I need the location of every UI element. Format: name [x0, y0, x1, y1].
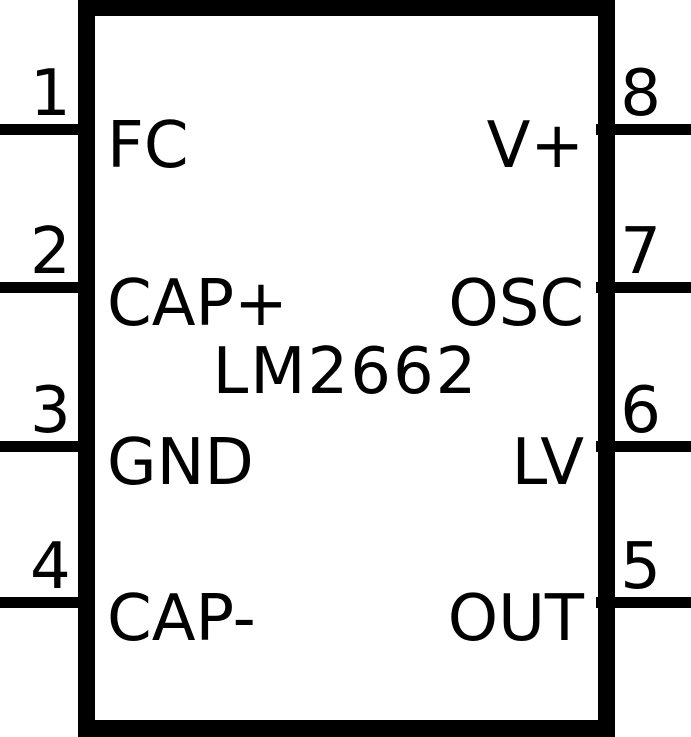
- pin-number-3: 3: [30, 374, 71, 448]
- pin-label-out: OUT: [447, 582, 584, 656]
- part-number-label: LM2662: [212, 335, 479, 409]
- pin-lead-5: [596, 597, 691, 608]
- pin-number-8: 8: [620, 57, 661, 131]
- pin-number-5: 5: [620, 530, 661, 604]
- pin-lead-3: [0, 441, 95, 452]
- pin-label-cap-plus: CAP+: [107, 267, 288, 341]
- pin-number-1: 1: [30, 57, 71, 131]
- pin-number-2: 2: [30, 215, 71, 289]
- pin-lead-8: [596, 124, 691, 135]
- ic-body-outline: [78, 0, 615, 737]
- pin-label-gnd: GND: [107, 426, 254, 500]
- pin-label-cap-minus: CAP-: [107, 582, 256, 656]
- pin-lead-4: [0, 597, 95, 608]
- pin-lead-2: [0, 282, 95, 293]
- pin-number-4: 4: [30, 530, 71, 604]
- pin-lead-7: [596, 282, 691, 293]
- pin-label-osc: OSC: [448, 267, 584, 341]
- pin-label-fc: FC: [107, 109, 189, 183]
- pin-lead-1: [0, 124, 95, 135]
- pin-label-v-plus: V+: [486, 109, 584, 183]
- pin-number-6: 6: [620, 374, 661, 448]
- pin-label-lv: LV: [511, 426, 584, 500]
- pin-lead-6: [596, 441, 691, 452]
- pin-number-7: 7: [620, 215, 661, 289]
